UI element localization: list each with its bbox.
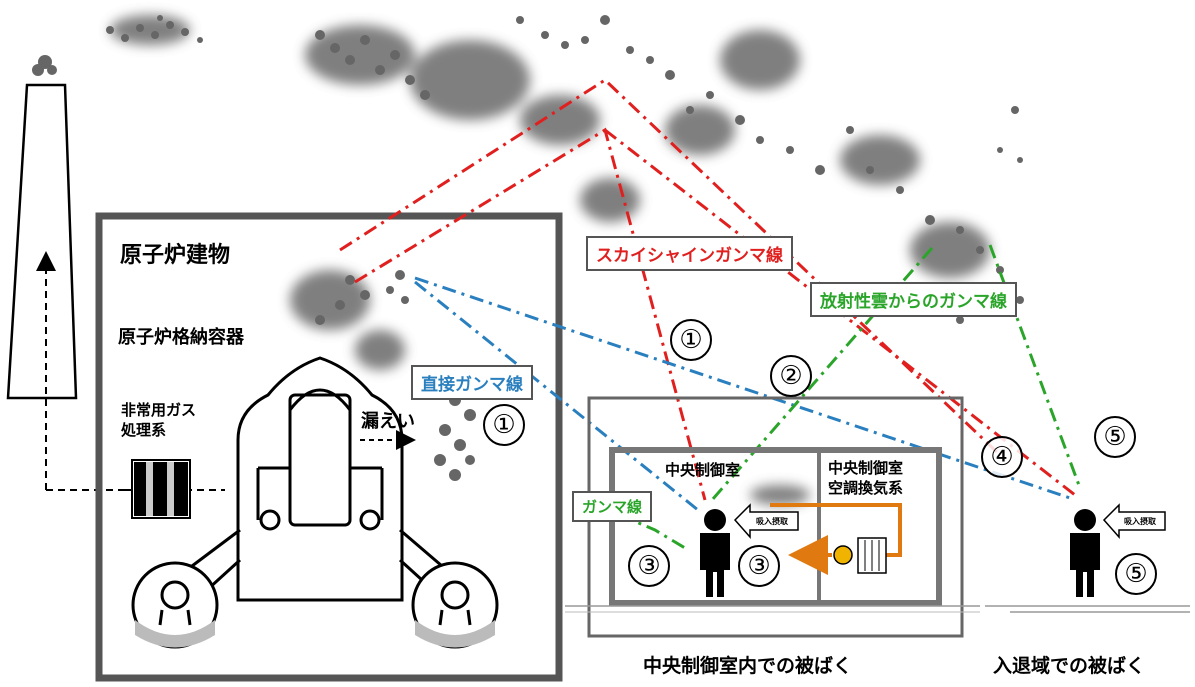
exhaust-stack <box>6 83 125 491</box>
sgts-label: 非常用ガス 処理系 <box>121 401 197 439</box>
intake-arrow-control-room <box>733 503 799 539</box>
direct-gamma-box: 直接ガンマ線 <box>411 365 533 400</box>
ground-lines <box>985 605 1190 613</box>
number-2: ② <box>770 355 812 397</box>
leak-label: 漏えい <box>361 411 415 432</box>
intake-arrow-access <box>1102 503 1166 539</box>
reactor-building-wall <box>95 212 563 682</box>
direct-gamma-paths <box>414 276 1071 512</box>
skyshine-gamma-box: スカイシャインガンマ線 <box>586 236 793 271</box>
containment-vessel <box>131 356 499 649</box>
access-exposure-caption: 入退域での被ばく <box>993 655 1146 677</box>
number-3-intake: ③ <box>738 545 780 587</box>
hvac-fan-icon <box>833 537 887 574</box>
containment-label: 原子炉格納容器 <box>118 327 244 348</box>
intake-label-control-room: 吸入摂取 <box>756 517 788 526</box>
number-1-skyshine: ① <box>670 319 712 361</box>
number-5-gamma: ⑤ <box>1094 416 1136 458</box>
sgts-filter-icon <box>125 459 225 519</box>
control-room-exposure-caption: 中央制御室内での被ばく <box>643 655 853 677</box>
number-5-intake: ⑤ <box>1115 553 1157 595</box>
intake-label-access: 吸入摂取 <box>1124 517 1156 526</box>
person-access-icon <box>1070 509 1100 597</box>
number-1-leak: ① <box>483 404 525 446</box>
gamma-box: ガンマ線 <box>572 491 653 522</box>
number-3-gamma: ③ <box>628 545 670 587</box>
radioactive-cloud <box>32 15 1024 505</box>
control-room-label: 中央制御室 <box>665 461 741 479</box>
person-control-room-icon <box>700 509 730 597</box>
reactor-building-label: 原子炉建物 <box>120 243 231 268</box>
hvac-label: 中央制御室 空調換気系 <box>828 459 904 497</box>
cloud-gamma-box: 放射性雲からのガンマ線 <box>810 282 1017 317</box>
number-4: ④ <box>981 436 1023 478</box>
